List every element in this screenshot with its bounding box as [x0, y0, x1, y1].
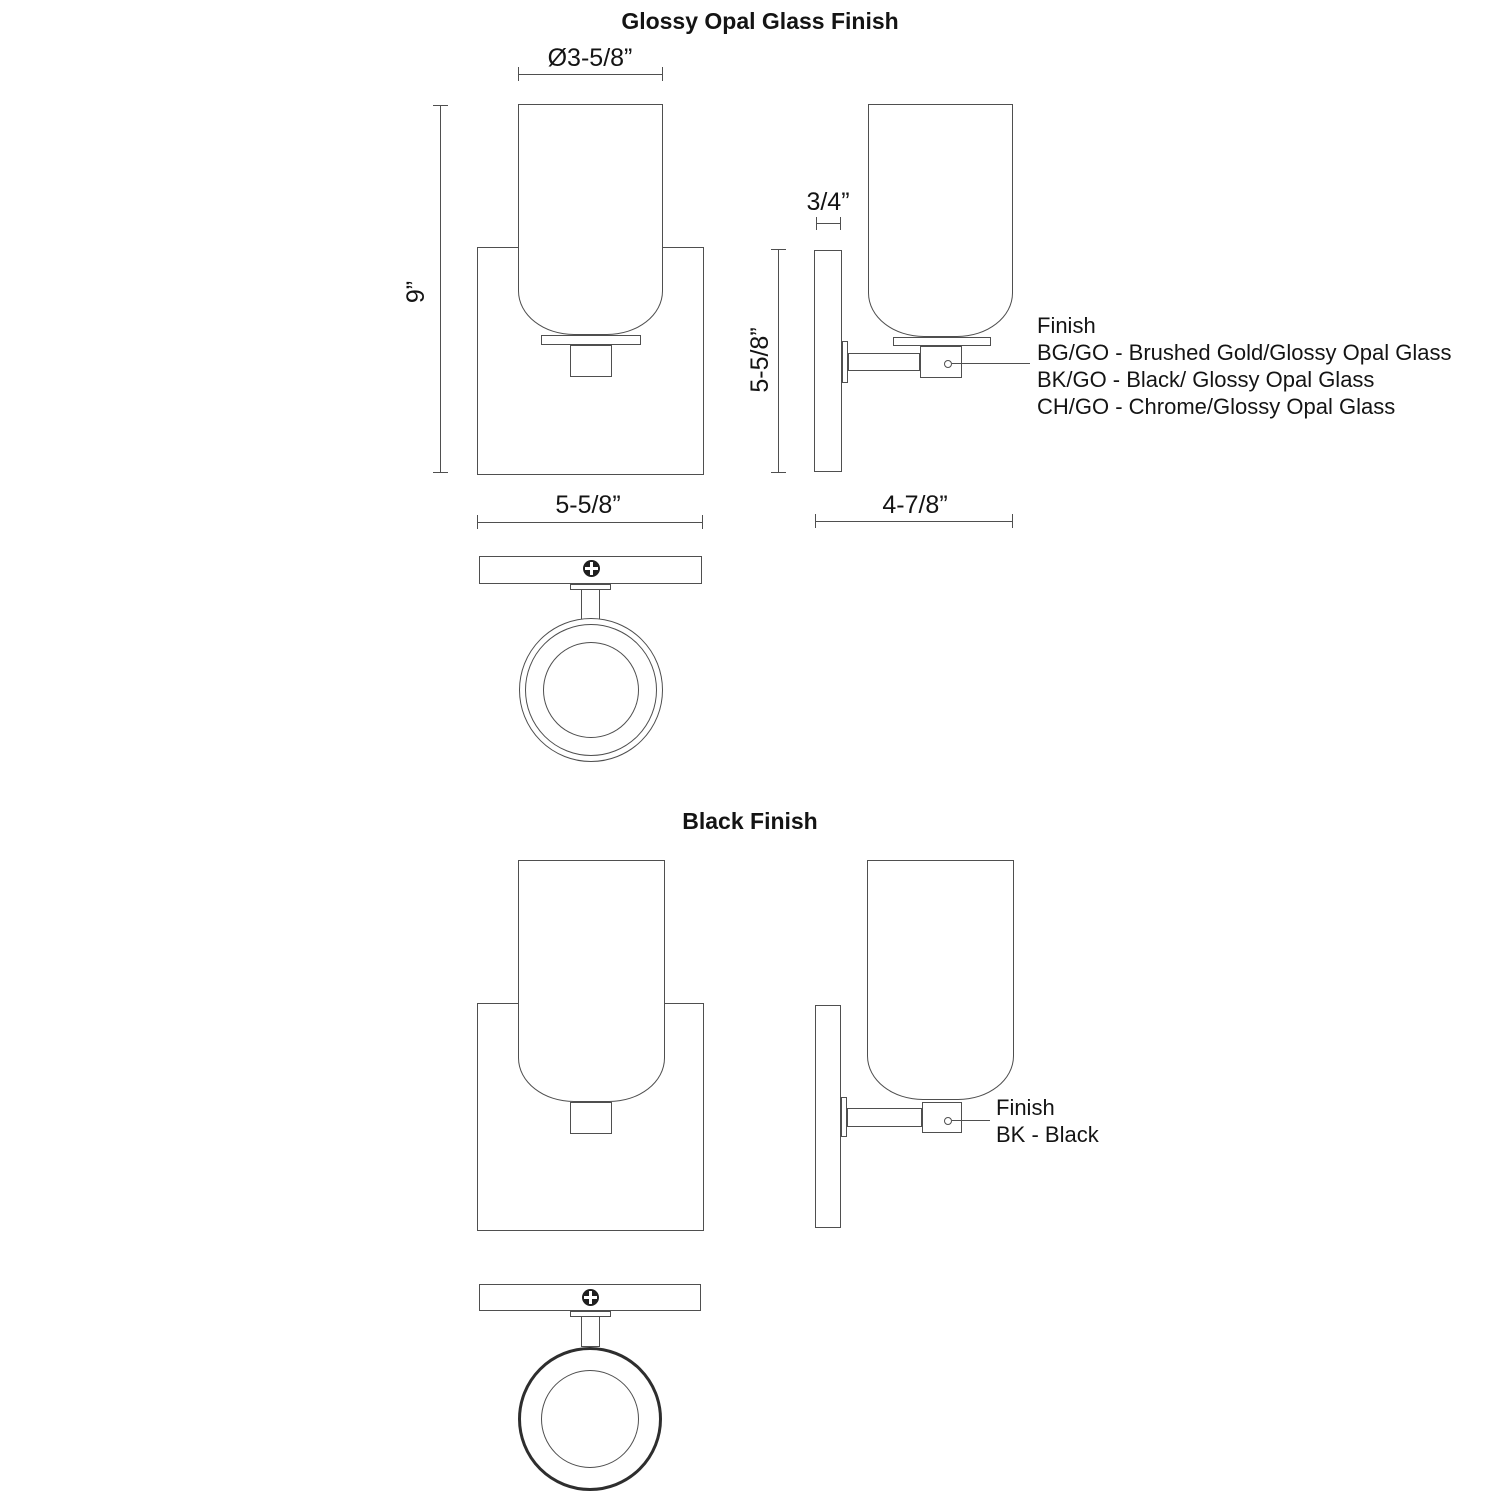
dim-tick: [662, 67, 663, 81]
dim-tick: [433, 472, 448, 473]
front-collar: [541, 335, 641, 345]
side-wall-plate-black: [815, 1005, 841, 1228]
dim-line-plate-height: [778, 249, 779, 473]
side-arm-flange-black: [841, 1097, 847, 1137]
front-socket-black: [570, 1102, 612, 1134]
dim-line-overall-height: [440, 105, 441, 473]
finish-option: BK - Black: [996, 1122, 1099, 1147]
side-arm: [848, 353, 920, 371]
top-stem: [581, 589, 600, 620]
dim-tick: [518, 67, 519, 81]
dim-label-backplate-width: 5-5/8”: [555, 491, 621, 519]
dim-tick: [816, 217, 817, 230]
dim-tick: [771, 249, 786, 250]
top-shade-inner-circle: [543, 642, 639, 738]
finish-leader-line: [952, 363, 1030, 364]
side-set-screw-hole: [944, 360, 952, 368]
finish-option: BK/GO - Black/ Glossy Opal Glass: [1037, 367, 1375, 392]
side-arm-flange: [842, 341, 848, 383]
dim-label-shade-diameter: Ø3-5/8”: [547, 44, 633, 72]
dim-tick: [771, 472, 786, 473]
finish-label: Finish: [996, 1095, 1055, 1120]
front-glass-shade-black: [518, 860, 665, 1102]
dim-tick: [477, 515, 478, 529]
dim-tick: [433, 105, 448, 106]
finish-option: BG/GO - Brushed Gold/Glossy Opal Glass: [1037, 340, 1452, 365]
dim-tick: [840, 217, 841, 230]
front-glass-shade: [518, 104, 663, 335]
top-shade-inner-circle-black: [541, 1370, 639, 1468]
section-title-glossy: Glossy Opal Glass Finish: [621, 8, 899, 34]
side-wall-plate: [814, 250, 842, 472]
top-shade-middle-circle: [525, 624, 657, 756]
side-arm-black: [847, 1108, 922, 1127]
dim-label-plate-height: 5-5/8”: [746, 327, 774, 393]
side-glass-shade-black: [867, 860, 1014, 1100]
dim-label-overall-height: 9”: [402, 280, 430, 304]
dim-label-extension: 4-7/8”: [882, 491, 948, 519]
dim-line-backplate-width: [477, 522, 703, 523]
dim-label-plate-depth: 3/4”: [806, 188, 850, 216]
side-collar: [893, 337, 991, 346]
section-title-black: Black Finish: [682, 808, 818, 834]
finish-note-glossy: Finish BG/GO - Brushed Gold/Glossy Opal …: [1037, 312, 1451, 420]
dim-tick: [702, 515, 703, 529]
dim-tick: [815, 514, 816, 528]
finish-label: Finish: [1037, 313, 1096, 338]
finish-option: CH/GO - Chrome/Glossy Opal Glass: [1037, 394, 1396, 419]
screw-icon: [582, 1289, 599, 1306]
top-backplate-bar: [479, 556, 702, 584]
dim-tick: [1012, 514, 1013, 528]
finish-note-black: Finish BK - Black: [996, 1094, 1099, 1148]
side-set-screw-hole-black: [944, 1117, 952, 1125]
dim-line-extension: [815, 521, 1013, 522]
top-stem-black: [581, 1316, 600, 1347]
front-socket: [570, 345, 612, 377]
dim-line-plate-depth: [816, 223, 841, 224]
side-glass-shade: [868, 104, 1013, 337]
side-socket-black: [922, 1102, 962, 1133]
finish-leader-line-black: [952, 1120, 990, 1121]
side-socket: [920, 346, 962, 378]
screw-icon: [583, 560, 600, 577]
dim-line-shade-diameter: [518, 74, 663, 75]
